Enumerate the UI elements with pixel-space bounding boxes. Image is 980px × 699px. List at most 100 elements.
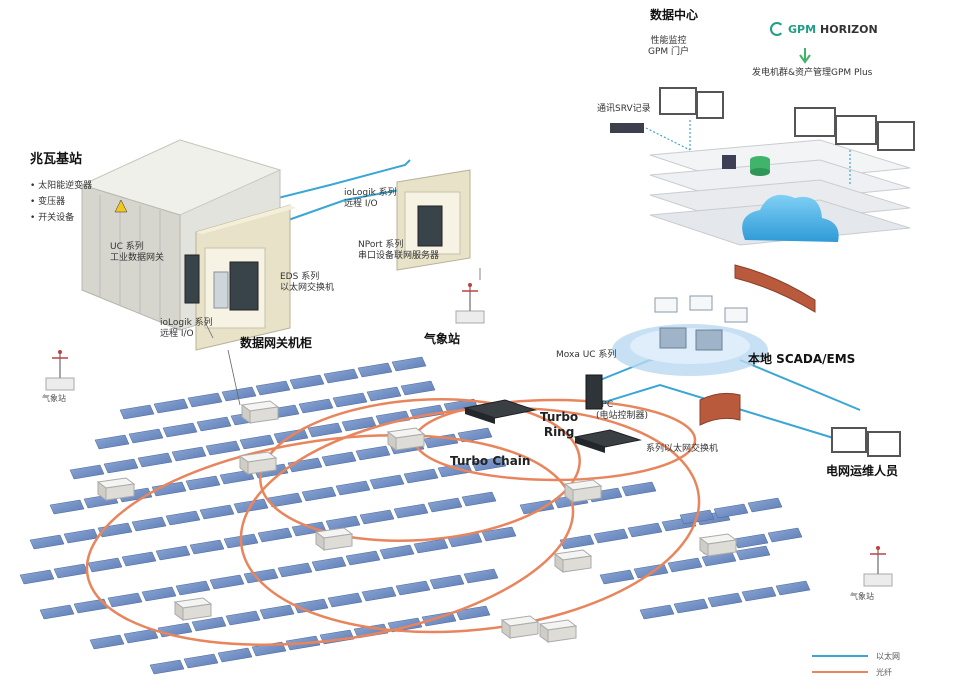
solar-panel-row (599, 545, 771, 585)
solar-panel (171, 446, 207, 462)
solar-panel (103, 458, 139, 474)
solar-panel-field (19, 356, 811, 675)
solar-panel (325, 515, 361, 531)
turbo-ring-switch-1 (463, 399, 537, 424)
solar-panel (107, 592, 143, 608)
solar-panel (391, 356, 427, 372)
solar-panel (89, 634, 125, 650)
weather-station-left (45, 350, 75, 391)
inverter-box (553, 549, 593, 573)
solar-panel (131, 516, 167, 532)
solar-panel (369, 474, 405, 490)
ppc-label: PPC (电站控制器) (596, 400, 649, 422)
solar-panel (741, 586, 777, 602)
solar-panel (461, 491, 497, 507)
mw-station-items: 太阳能逆变器 变压器 开关设备 (30, 178, 92, 226)
solar-panel (257, 527, 293, 543)
solar-panel (199, 504, 235, 520)
solar-panel (463, 568, 499, 584)
inverter-box (500, 615, 540, 639)
legend-label: 光纤 (876, 667, 892, 677)
solar-panel (259, 604, 295, 620)
solar-panel (153, 398, 189, 414)
fiber-swatch (812, 671, 868, 673)
grid-ops-label: 电网运维人员 (826, 464, 899, 478)
solar-panel (277, 562, 313, 578)
solar-panel (123, 628, 159, 644)
solar-panel (63, 528, 99, 544)
inverter-box (538, 619, 578, 643)
mw-item: 变压器 (30, 194, 92, 210)
inverter-box (698, 533, 738, 557)
solar-panel (713, 503, 749, 519)
solar-panel (298, 398, 334, 414)
solar-panel (243, 568, 279, 584)
gpm-portal-monitors (659, 87, 724, 119)
solar-panel (733, 533, 769, 549)
inverter-box (96, 477, 136, 501)
moxa-uc-label: Moxa UC 系列 (556, 350, 617, 360)
ethernet-swatch (812, 655, 868, 657)
legend-item-fiber: 光纤 (812, 664, 900, 680)
mw-station-title: 兆瓦基站 (30, 152, 83, 167)
solar-panel (183, 653, 219, 669)
solar-panel (393, 503, 429, 519)
solar-panel (119, 404, 155, 420)
solar-panel (87, 557, 123, 573)
solar-panel (379, 544, 415, 560)
solar-panel (357, 362, 393, 378)
solar-panel (353, 623, 389, 639)
legend: 以太网 光纤 (812, 648, 900, 680)
solar-panel (559, 534, 595, 550)
solar-panel-row (69, 398, 479, 480)
local-scada-label: 本地 SCADA/EMS (748, 352, 856, 366)
solar-panel (205, 440, 241, 456)
solar-panel (94, 434, 130, 450)
gpm-plus-label: 发电机群&资产管理GPM Plus (752, 68, 873, 78)
inverter-box (386, 427, 426, 451)
solar-panel (323, 368, 359, 384)
weather-station-top (455, 283, 485, 324)
solar-panel (332, 392, 368, 408)
solar-panel (255, 380, 291, 396)
solar-panel-row (639, 580, 811, 620)
perf-monitor-label: 性能监控 GPM 门户 (648, 36, 690, 58)
solar-panel (321, 451, 357, 467)
solar-panel (707, 592, 743, 608)
solar-panel (39, 604, 75, 620)
solar-panel (481, 526, 517, 542)
solar-panel (128, 428, 164, 444)
inverter-box (173, 597, 213, 621)
solar-panel (196, 416, 232, 432)
srv-record-label: 通讯SRV记录 (597, 104, 651, 114)
weather-station-right-label: 气象站 (850, 592, 874, 601)
weather-station-top-label: 气象站 (424, 332, 461, 346)
eds-switch-label: EDS 系列 以太网交换机 (280, 272, 335, 294)
solar-panel (395, 580, 431, 596)
solar-panel (355, 445, 391, 461)
solar-panel (327, 592, 363, 608)
inverter-box (314, 527, 354, 551)
weather-station-right (863, 546, 893, 587)
legend-item-ethernet: 以太网 (812, 648, 900, 664)
brand-horizon-text: HORIZON (820, 22, 878, 36)
solar-panel (621, 481, 657, 497)
grid-ops-monitors (831, 427, 901, 457)
uc-gateway-label: UC 系列 工业数据网关 (110, 242, 165, 264)
solar-panel (185, 475, 221, 491)
solar-panel (366, 386, 402, 402)
gpm-logo-icon (770, 22, 784, 36)
solar-panel (639, 604, 675, 620)
solar-panel (149, 659, 185, 675)
gpm-plus-monitors (794, 107, 915, 151)
solar-panel (162, 422, 198, 438)
solar-panel (361, 586, 397, 602)
solar-panel (427, 497, 463, 513)
local-scada-platform (612, 295, 768, 376)
srv-recorder (610, 123, 644, 133)
inverter-boxes (96, 400, 738, 643)
brand-gpm-text: GPM (788, 22, 817, 36)
solar-panel (633, 563, 669, 579)
solar-panel-row (29, 456, 507, 550)
solar-panel (175, 580, 211, 596)
